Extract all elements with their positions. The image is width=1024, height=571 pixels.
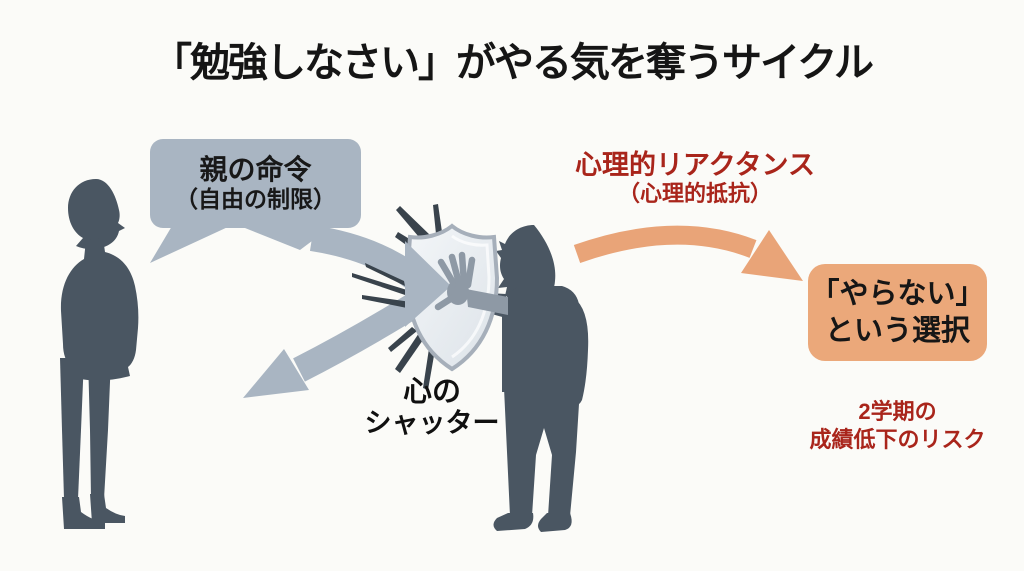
choice-line1: 「やらない」 xyxy=(810,278,985,311)
hand-on-shield-icon xyxy=(434,251,508,315)
speech-bubble-line1: 親の命令 xyxy=(199,154,312,186)
reactance-line1: 心理的リアクタンス xyxy=(574,150,816,180)
gray-deflected-arrowhead xyxy=(243,349,309,398)
speech-bubble-arrow-junction xyxy=(240,226,332,250)
reactance-label: 心理的リアクタンス （心理的抵抗） xyxy=(545,149,845,208)
risk-line2: 成績低下のリスク xyxy=(809,426,986,452)
speech-bubble-line2: （自由の制限） xyxy=(175,186,336,213)
shutter-label: 心の シャッター xyxy=(352,376,512,439)
slide-title: 「勉強しなさい」がやる気を奪うサイクル xyxy=(152,41,874,85)
shutter-line2: シャッター xyxy=(364,407,500,438)
parent-silhouette xyxy=(60,179,139,529)
child-silhouette xyxy=(470,225,589,532)
choice-box: 「やらない」 という選択 xyxy=(808,264,987,361)
shutter-line1: 心の xyxy=(402,376,461,408)
risk-label: 2学期の 成績低下のリスク xyxy=(795,398,1000,453)
orange-curved-arrow xyxy=(573,225,803,281)
gray-arrow-to-shield xyxy=(309,225,422,289)
risk-line1: 2学期の xyxy=(858,399,937,424)
parent-speech-bubble: 親の命令 （自由の制限） xyxy=(150,139,361,228)
choice-line2: という選択 xyxy=(824,314,970,347)
reactance-line2: （心理的抵抗） xyxy=(617,181,772,207)
gray-arrowhead xyxy=(405,241,451,327)
speech-bubble-tail xyxy=(150,226,230,263)
impact-burst-icon xyxy=(352,204,442,390)
